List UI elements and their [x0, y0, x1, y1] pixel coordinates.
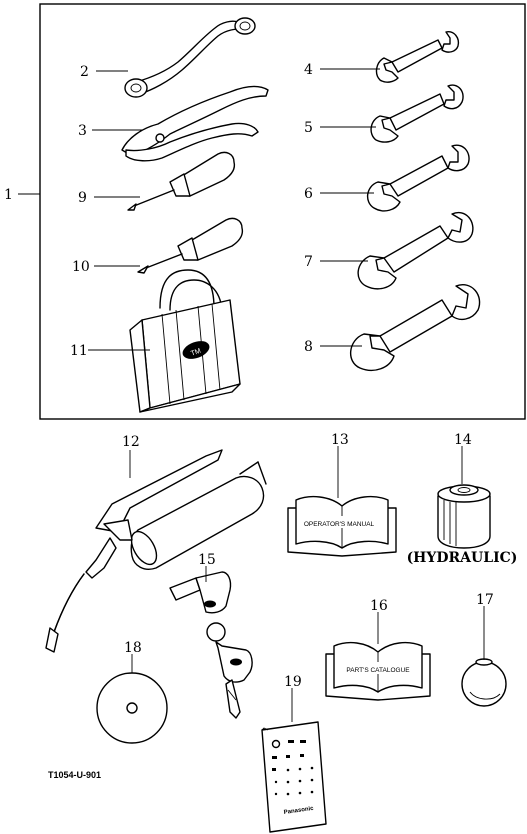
spanner-8 [350, 284, 481, 372]
parts-catalogue-cover: PART'S CATALOGUE [346, 667, 410, 674]
callout-11: 11 [70, 343, 88, 359]
callout-6: 6 [304, 186, 313, 202]
remote-brand: Panasonic [283, 806, 314, 816]
pliers [121, 85, 269, 162]
callout-16: 16 [370, 598, 388, 614]
spanner-5 [370, 84, 464, 143]
parts-catalogue: PART'S CATALOGUE [325, 641, 431, 701]
callout-15: 15 [198, 552, 216, 568]
knob [461, 658, 507, 707]
operators-manual: OPERATOR'S MANUAL [287, 495, 397, 557]
keys [169, 571, 253, 719]
callout-10: 10 [72, 259, 90, 275]
tool-kit-frame [39, 3, 526, 420]
callout-17: 17 [476, 592, 494, 608]
screwdriver-10 [137, 217, 244, 274]
callout-8: 8 [304, 339, 313, 355]
offset-wrench [124, 17, 256, 98]
callout-4: 4 [304, 62, 313, 78]
spanner-7 [357, 211, 474, 290]
grease-gun [45, 449, 267, 653]
remote-control: Panasonic [261, 721, 327, 833]
tool-bag: TM [129, 269, 241, 413]
callout-9: 9 [78, 190, 87, 206]
callout-1: 1 [4, 187, 13, 203]
callout-14: 14 [454, 432, 472, 448]
hydraulic-label: (HYDRAULIC) [407, 550, 518, 566]
spanner-4 [375, 31, 460, 83]
drawing-code: T1054-U-901 [48, 770, 101, 780]
callout-2: 2 [80, 64, 89, 80]
callout-13: 13 [331, 432, 349, 448]
callout-18: 18 [124, 640, 142, 656]
operators-manual-cover: OPERATOR'S MANUAL [304, 521, 375, 528]
screwdriver-9 [127, 151, 236, 211]
callout-5: 5 [304, 120, 313, 136]
callout-12: 12 [122, 434, 140, 450]
callout-19: 19 [284, 674, 302, 690]
callout-7: 7 [304, 254, 313, 270]
oil-filter [437, 484, 491, 549]
bag-logo: TM [190, 348, 202, 358]
disc [96, 672, 168, 744]
spanner-6 [367, 144, 470, 212]
callout-3: 3 [78, 123, 87, 139]
